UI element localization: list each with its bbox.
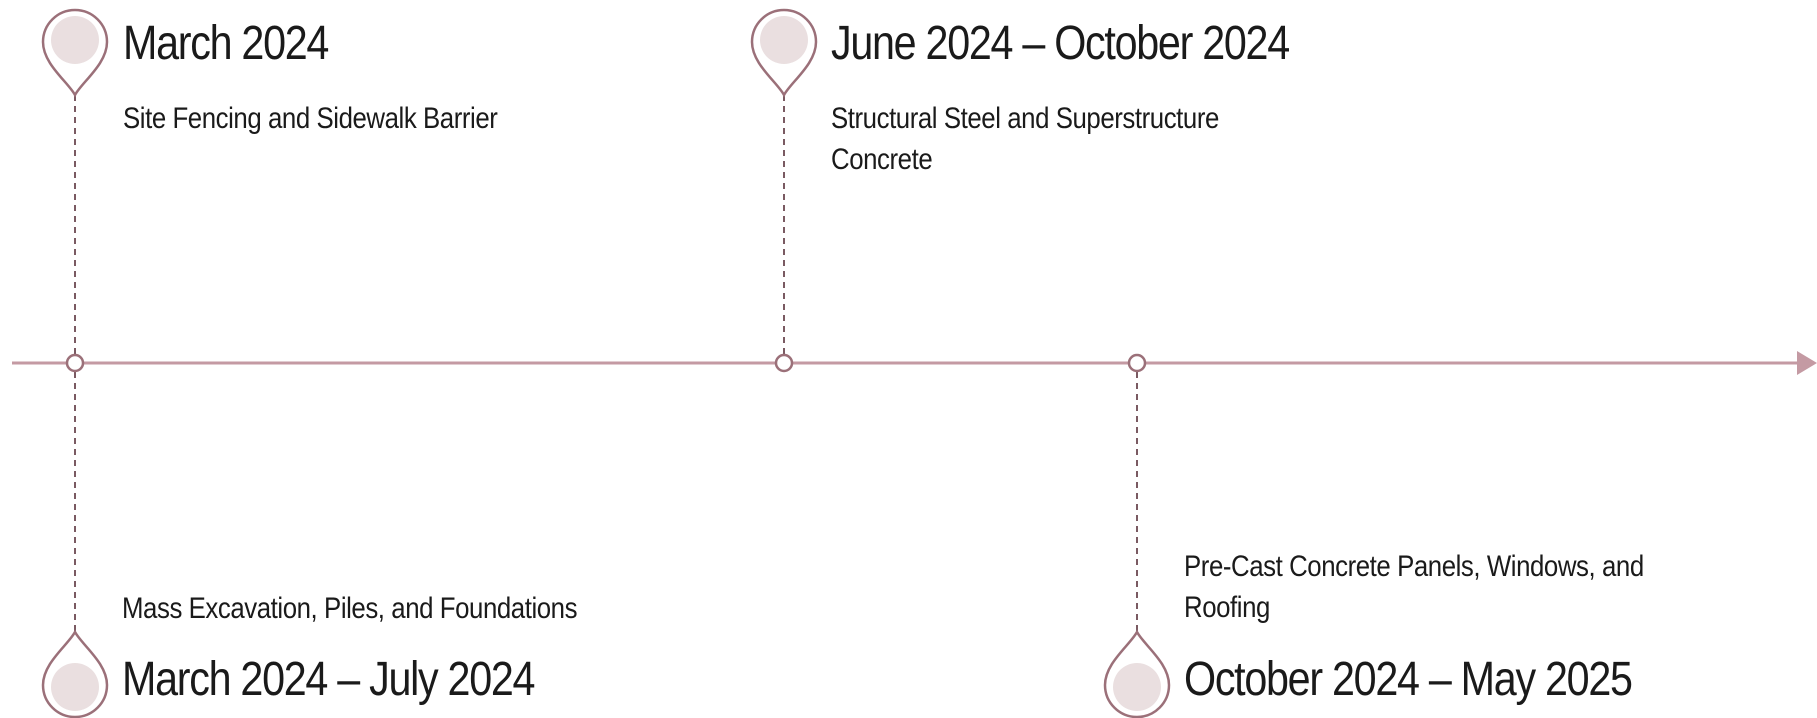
pin-marker-m3 xyxy=(750,8,818,98)
milestone-description: Pre-Cast Concrete Panels, Windows, and R… xyxy=(1184,550,1644,624)
milestone-description: Site Fencing and Sidewalk Barrier xyxy=(123,102,498,135)
milestone-date: March 2024 xyxy=(123,17,329,70)
milestone-date: October 2024 – May 2025 xyxy=(1184,653,1633,706)
pin-marker-m4 xyxy=(1103,629,1171,718)
axis-node xyxy=(65,353,85,373)
axis-node xyxy=(1127,353,1147,373)
pin-marker-m2 xyxy=(41,629,109,718)
milestone-description: Structural Steel and Superstructure Conc… xyxy=(831,102,1219,176)
pin-marker-m1 xyxy=(41,8,109,98)
axis-node xyxy=(774,353,794,373)
timeline-arrowhead xyxy=(1797,351,1817,375)
milestone-date: June 2024 – October 2024 xyxy=(831,17,1290,70)
milestone-date: March 2024 – July 2024 xyxy=(122,653,536,706)
milestone-description: Mass Excavation, Piles, and Foundations xyxy=(122,592,578,625)
